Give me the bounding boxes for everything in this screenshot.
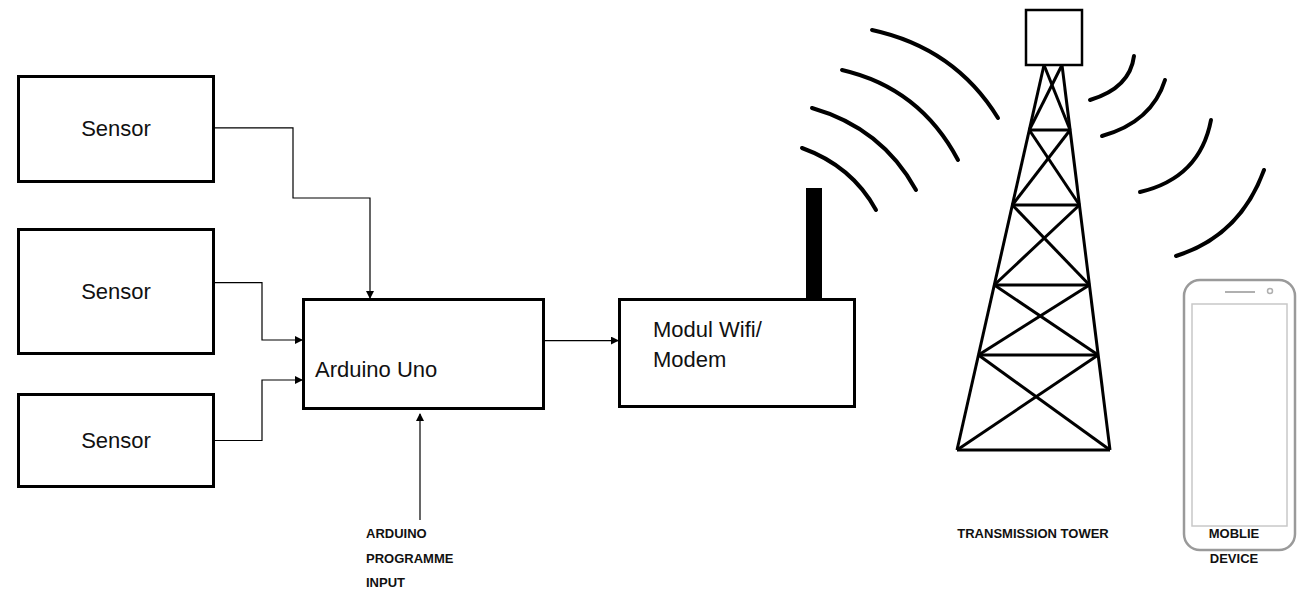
antenna (806, 188, 822, 300)
transmission-tower (957, 10, 1110, 450)
node-label: Arduino Uno (315, 355, 437, 385)
node-label: Modul Wifi/ Modem (653, 315, 813, 374)
tower-label: TRANSMISSION TOWER (948, 522, 1118, 547)
controller-box: Arduino Uno (302, 298, 545, 410)
sensor-box: Sensor (17, 393, 215, 488)
connector (215, 380, 302, 441)
sensor-box: Sensor (17, 75, 215, 183)
node-label: Sensor (81, 277, 151, 307)
node-label: Sensor (81, 114, 151, 144)
input-arrow (419, 414, 420, 520)
device-label: MOBLIE DEVICE (1188, 522, 1280, 571)
connector (215, 283, 302, 340)
connector (215, 128, 370, 298)
node-label: Sensor (81, 426, 151, 456)
sensor-box: Sensor (17, 228, 215, 355)
input-label: ARDUINO PROGRAMME INPUT (366, 522, 466, 596)
connector (545, 340, 618, 341)
wifi-modem-box: Modul Wifi/ Modem (618, 298, 856, 408)
mobile-phone (1184, 280, 1295, 550)
